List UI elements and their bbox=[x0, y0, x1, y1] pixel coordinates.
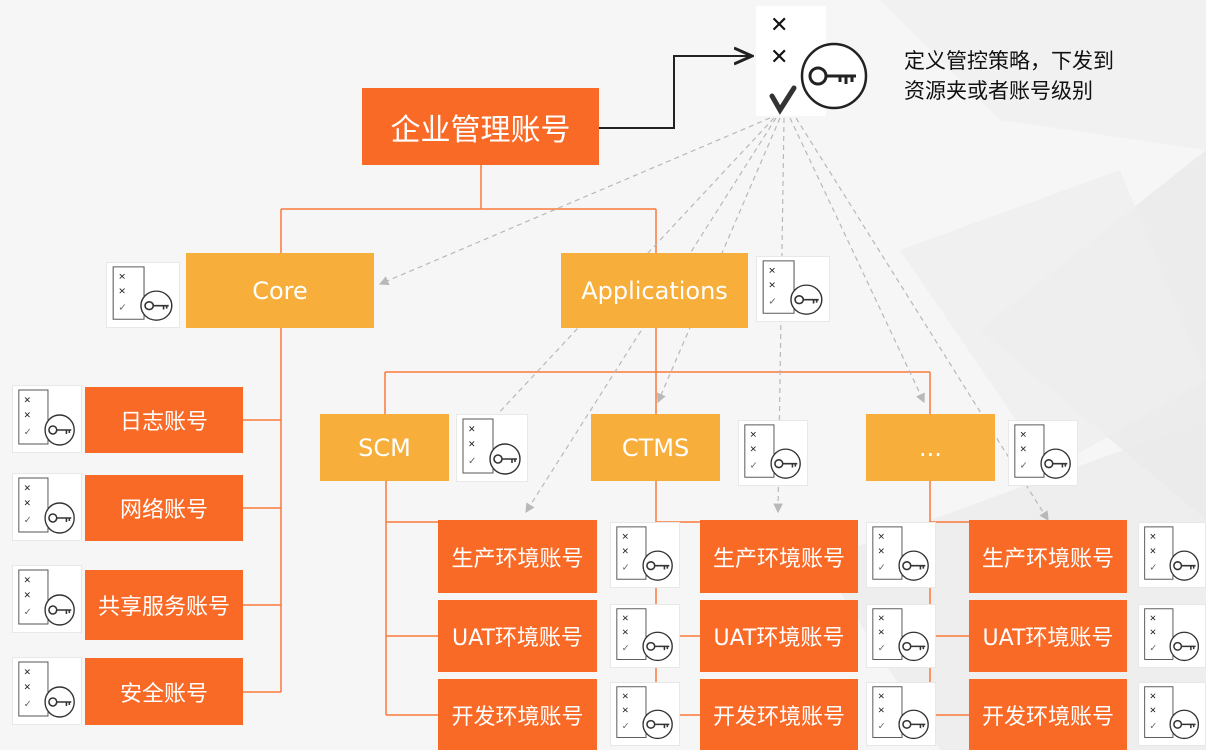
svg-text:✓: ✓ bbox=[750, 461, 758, 472]
svg-text:✕: ✕ bbox=[24, 576, 31, 586]
policy-checklist-key-icon: ✕ ✕ ✓ bbox=[106, 262, 180, 328]
svg-text:✕: ✕ bbox=[1149, 613, 1156, 623]
more-account-uat[interactable]: UAT环境账号 bbox=[969, 600, 1127, 672]
policy-checklist-key-icon: ✕ ✕ ✓ bbox=[610, 522, 680, 588]
svg-text:✓: ✓ bbox=[24, 515, 32, 526]
ctms-account-development[interactable]: 开发环境账号 bbox=[700, 679, 858, 750]
folder-ctms[interactable]: CTMS bbox=[591, 414, 720, 481]
svg-text:✕: ✕ bbox=[118, 287, 126, 297]
svg-text:✓: ✓ bbox=[622, 721, 630, 732]
svg-text:✕: ✕ bbox=[878, 547, 885, 557]
policy-checklist-key-icon: ✕ ✕ ✓ bbox=[456, 414, 528, 482]
svg-text:✕: ✕ bbox=[770, 13, 788, 38]
svg-text:✕: ✕ bbox=[878, 628, 885, 638]
policy-note-line1: 定义管控策略，下发到 bbox=[904, 49, 1114, 73]
account-log[interactable]: 日志账号 bbox=[85, 387, 243, 453]
policy-checklist-key-icon: ✕ ✕ ✓ bbox=[866, 682, 936, 746]
more-account-production[interactable]: 生产环境账号 bbox=[969, 520, 1127, 593]
account-network[interactable]: 网络账号 bbox=[85, 475, 243, 541]
svg-text:✓: ✓ bbox=[878, 643, 886, 654]
svg-text:✕: ✕ bbox=[118, 273, 126, 283]
svg-text:✕: ✕ bbox=[770, 45, 788, 70]
policy-checklist-key-icon: ✕ ✕ ✓ bbox=[12, 473, 82, 541]
svg-text:✕: ✕ bbox=[1149, 691, 1156, 701]
svg-text:✕: ✕ bbox=[622, 547, 629, 557]
svg-text:✕: ✕ bbox=[768, 281, 776, 291]
scm-account-development[interactable]: 开发环境账号 bbox=[438, 679, 597, 750]
policy-checklist-key-icon: ✕ ✕ ✓ bbox=[1138, 604, 1206, 668]
svg-text:✓: ✓ bbox=[24, 607, 32, 618]
policy-checklist-key-icon: ✕ ✕ ✓ bbox=[756, 256, 830, 322]
policy-note-line2: 资源夹或者账号级别 bbox=[904, 79, 1093, 103]
svg-text:✕: ✕ bbox=[24, 411, 31, 421]
root-account-box[interactable]: 企业管理账号 bbox=[362, 88, 599, 165]
svg-text:✓: ✓ bbox=[768, 297, 777, 308]
scm-account-production[interactable]: 生产环境账号 bbox=[438, 520, 597, 593]
folder-core[interactable]: Core bbox=[186, 253, 374, 328]
policy-checklist-key-icon: ✕ ✕ ✓ bbox=[610, 682, 680, 746]
svg-text:✕: ✕ bbox=[878, 692, 885, 702]
svg-text:✓: ✓ bbox=[24, 427, 32, 438]
svg-text:✕: ✕ bbox=[24, 591, 31, 601]
svg-text:✕: ✕ bbox=[622, 628, 629, 638]
root-to-policy-connector bbox=[598, 56, 752, 129]
policy-checklist-key-icon: ✕ ✕ ✓ bbox=[866, 604, 936, 668]
more-account-development[interactable]: 开发环境账号 bbox=[969, 679, 1127, 750]
svg-text:✕: ✕ bbox=[24, 683, 31, 693]
policy-checklist-key-icon: ✕ ✕ ✓ bbox=[866, 522, 936, 588]
svg-text:✕: ✕ bbox=[1020, 430, 1027, 440]
svg-text:✕: ✕ bbox=[878, 532, 885, 542]
svg-text:✕: ✕ bbox=[750, 445, 757, 455]
folder-applications[interactable]: Applications bbox=[561, 253, 748, 328]
svg-text:✓: ✓ bbox=[24, 699, 32, 710]
svg-text:✓: ✓ bbox=[468, 456, 476, 467]
policy-note: 定义管控策略，下发到 资源夹或者账号级别 bbox=[904, 46, 1194, 106]
policy-checklist-key-icon: ✕ ✕ ✓ bbox=[1008, 420, 1078, 486]
scm-account-uat[interactable]: UAT环境账号 bbox=[438, 600, 597, 672]
policy-checklist-key-icon: ✕ ✕ ✓ bbox=[12, 565, 82, 633]
policy-checklist-key-icon: ✕ ✕ ✓ bbox=[12, 657, 82, 725]
svg-text:✕: ✕ bbox=[1149, 705, 1156, 715]
svg-text:✕: ✕ bbox=[622, 706, 629, 716]
folder-more[interactable]: ... bbox=[866, 414, 995, 481]
folder-scm[interactable]: SCM bbox=[320, 414, 449, 481]
svg-text:✕: ✕ bbox=[24, 396, 31, 406]
svg-text:✕: ✕ bbox=[1020, 445, 1027, 455]
svg-text:✕: ✕ bbox=[622, 692, 629, 702]
ctms-account-production[interactable]: 生产环境账号 bbox=[700, 520, 858, 593]
svg-text:✕: ✕ bbox=[24, 484, 31, 494]
svg-text:✕: ✕ bbox=[1149, 547, 1156, 557]
svg-text:✕: ✕ bbox=[878, 706, 885, 716]
svg-text:✕: ✕ bbox=[24, 499, 31, 509]
svg-text:✕: ✕ bbox=[1149, 532, 1156, 542]
policy-checklist-key-icon: ✕ ✕ ✓ bbox=[12, 385, 82, 453]
svg-text:✓: ✓ bbox=[622, 643, 630, 654]
svg-text:✓: ✓ bbox=[878, 721, 886, 732]
account-shared-services[interactable]: 共享服务账号 bbox=[85, 570, 243, 640]
policy-checklist-key-icon: ✕ ✕ ✓ bbox=[738, 420, 808, 486]
svg-text:✓: ✓ bbox=[1149, 562, 1157, 573]
svg-text:✓: ✓ bbox=[1020, 461, 1028, 472]
svg-text:✕: ✕ bbox=[622, 614, 629, 624]
svg-text:✕: ✕ bbox=[468, 440, 476, 450]
account-security[interactable]: 安全账号 bbox=[85, 658, 243, 725]
policy-checklist-key-icon: ✕ ✕ ✓ bbox=[610, 604, 680, 668]
svg-text:✕: ✕ bbox=[768, 267, 776, 277]
svg-text:✕: ✕ bbox=[878, 614, 885, 624]
svg-text:✕: ✕ bbox=[24, 668, 31, 678]
svg-text:✓: ✓ bbox=[1149, 643, 1157, 654]
svg-text:✕: ✕ bbox=[622, 532, 629, 542]
svg-text:✓: ✓ bbox=[1149, 721, 1157, 732]
svg-text:✕: ✕ bbox=[1149, 627, 1156, 637]
svg-text:✓: ✓ bbox=[622, 563, 630, 574]
ctms-account-uat[interactable]: UAT环境账号 bbox=[700, 600, 858, 672]
svg-text:✓: ✓ bbox=[118, 303, 127, 314]
svg-text:✕: ✕ bbox=[750, 430, 757, 440]
policy-checklist-key-icon: ✕ ✕ ✓ bbox=[1138, 682, 1206, 746]
svg-text:✕: ✕ bbox=[468, 425, 476, 435]
policy-checklist-key-icon: ✕ ✕ ✓ bbox=[1138, 522, 1206, 588]
svg-text:✓: ✓ bbox=[878, 563, 886, 574]
policy-checklist-key-icon: ✕ ✕ bbox=[756, 6, 868, 116]
